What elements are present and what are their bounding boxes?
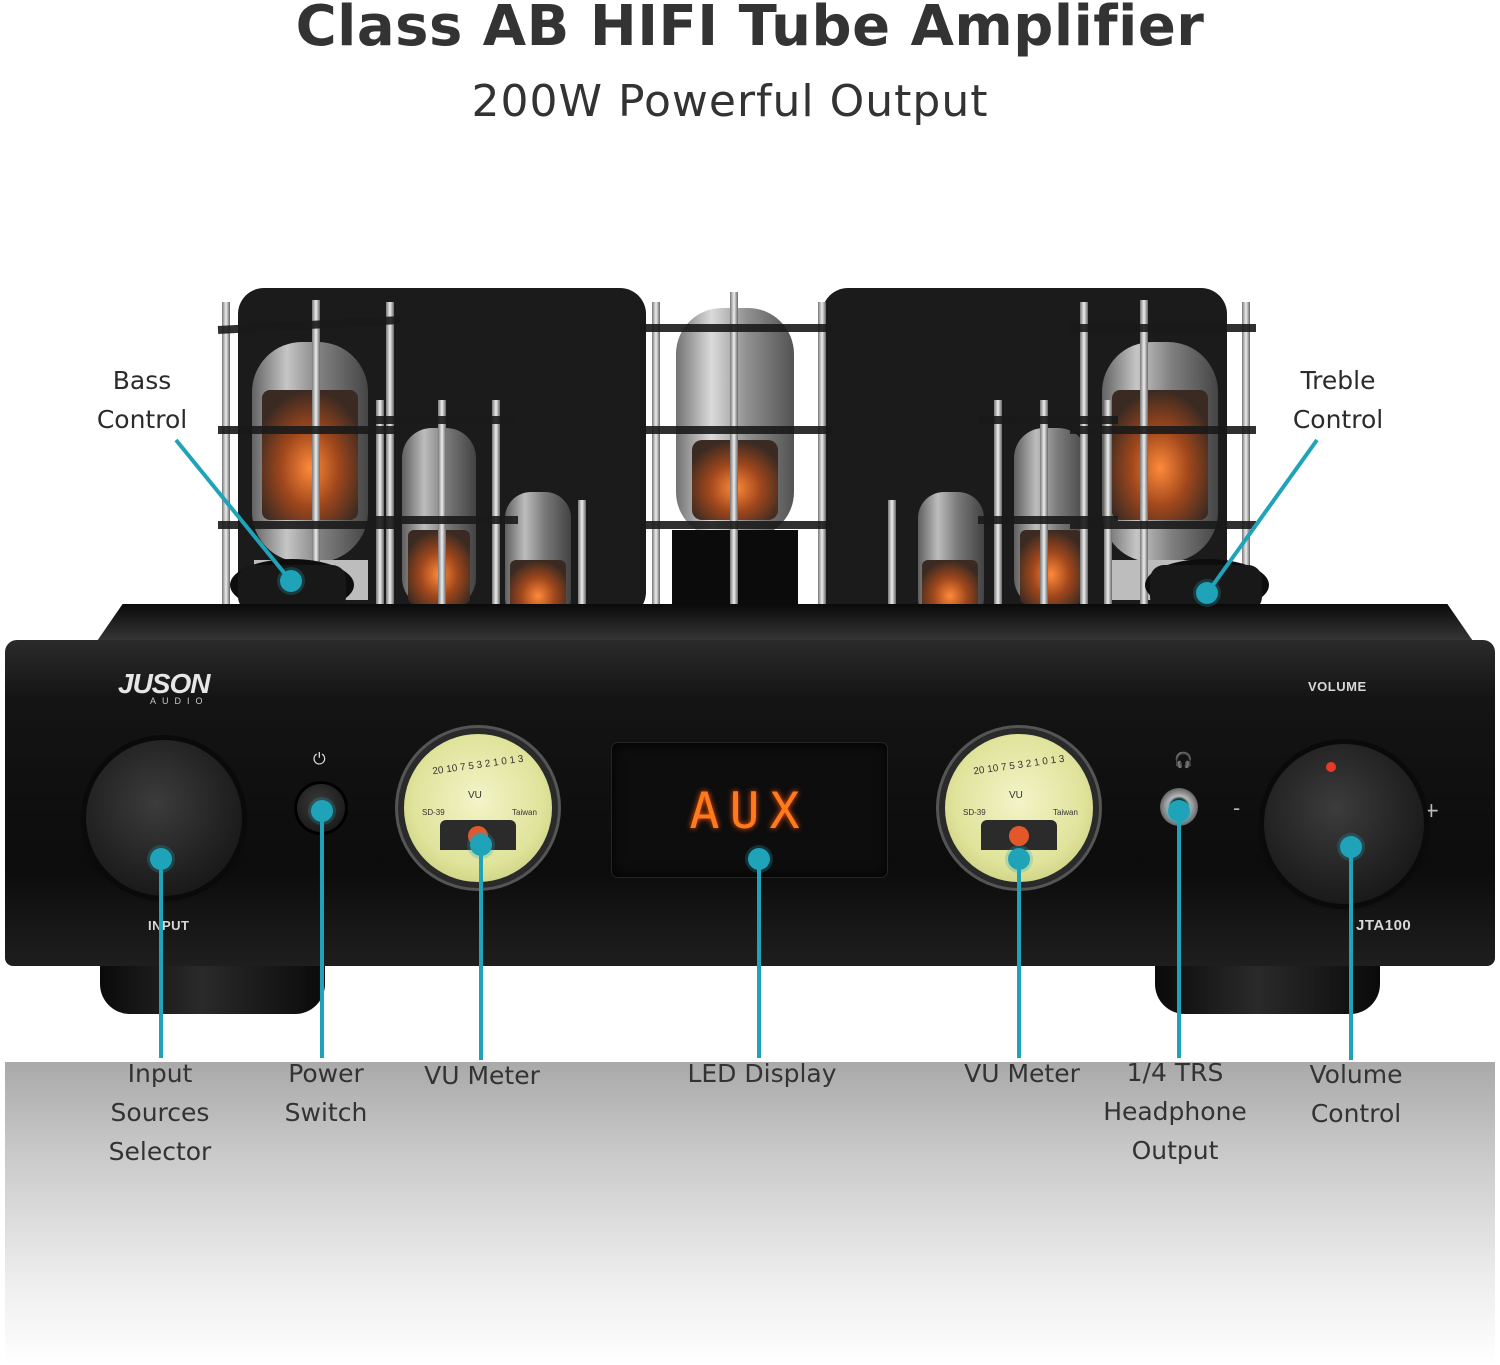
brand-subtitle: AUDIO — [150, 696, 209, 706]
vu-meter-left: 20 10 7 5 3 2 1 0 1 3 VU SD-39 Taiwan — [404, 734, 552, 882]
input-callout-line — [159, 862, 163, 1058]
left-foot — [100, 966, 325, 1014]
top-plate — [95, 604, 1475, 644]
power-callout-line — [320, 814, 324, 1058]
callout-bass-control: Bass Control — [96, 366, 188, 434]
page-title: Class AB HIFI Tube Amplifier — [295, 0, 1205, 59]
volume-callout-dot — [1340, 836, 1362, 858]
vu-meter-left-origin: Taiwan — [512, 808, 537, 817]
vu-meter-right-vu: VU — [1009, 790, 1023, 801]
volume-label: VOLUME — [1308, 679, 1367, 694]
vu-meter-left-vu: VU — [468, 790, 482, 801]
power-icon: ⏻ — [313, 749, 326, 768]
callout-input-sources-selector: Input Sources Selector — [108, 1059, 212, 1166]
headphone-callout-line — [1177, 814, 1181, 1058]
headphone-icon: 🎧 — [1174, 751, 1193, 769]
vu-meter-right-pivot — [1009, 826, 1029, 846]
volume-knob-indicator — [1326, 762, 1336, 772]
volume-plus-sign: + — [1423, 798, 1440, 822]
vu-left-callout-dot — [470, 834, 492, 856]
vu-left-callout-line — [479, 848, 483, 1060]
model-label: JTA100 — [1356, 917, 1412, 934]
callout-treble-control: Treble Control — [1292, 366, 1384, 434]
vu-meter-right-origin: Taiwan — [1053, 808, 1078, 817]
input-selector-knob[interactable] — [86, 740, 242, 896]
page-subtitle: 200W Powerful Output — [471, 76, 989, 127]
volume-knob[interactable] — [1264, 744, 1424, 904]
led-callout-dot — [748, 848, 770, 870]
input-callout-dot — [150, 848, 172, 870]
treble-callout-dot — [1196, 582, 1218, 604]
bass-callout-dot — [280, 570, 302, 592]
callout-vu-meter-right: VU Meter — [964, 1059, 1080, 1088]
input-label: INPUT — [148, 918, 190, 933]
led-callout-line — [757, 862, 761, 1058]
headphone-callout-dot — [1168, 800, 1190, 822]
power-callout-dot — [311, 800, 333, 822]
vu-right-callout-dot — [1008, 848, 1030, 870]
right-foot — [1155, 966, 1380, 1014]
callout-headphone-output: 1/4 TRS Headphone Output — [1103, 1058, 1247, 1165]
callout-vu-meter-left: VU Meter — [424, 1061, 540, 1090]
vu-right-callout-line — [1017, 862, 1021, 1058]
vu-meter-left-code: SD-39 — [422, 808, 445, 817]
led-display-text: AUX — [689, 782, 810, 840]
tube-amplifier-illustration — [217, 288, 1269, 624]
volume-callout-line — [1349, 850, 1353, 1060]
volume-minus-sign: - — [1233, 796, 1241, 820]
brand-logo: JUSON — [118, 668, 210, 699]
callout-volume-control: Volume Control — [1309, 1060, 1403, 1128]
floor-reflection — [5, 1062, 1495, 1365]
vu-meter-right-code: SD-39 — [963, 808, 986, 817]
callout-led-display: LED Display — [687, 1059, 837, 1088]
callout-power-switch: Power Switch — [284, 1059, 368, 1127]
